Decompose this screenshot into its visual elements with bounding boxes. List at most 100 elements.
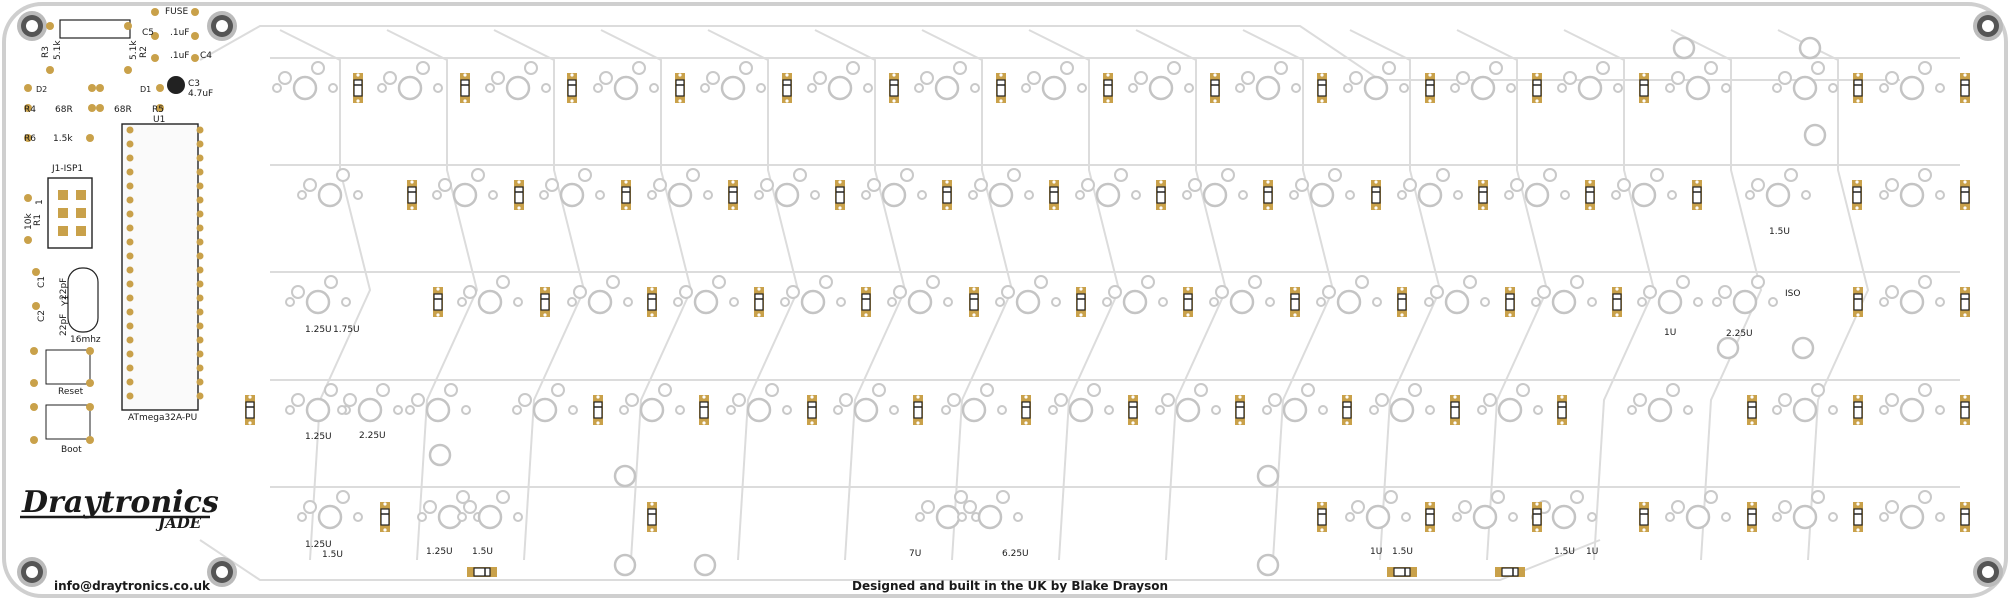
switch-center-hole	[1647, 397, 1673, 423]
switch-pin-hole	[980, 383, 994, 397]
switch-pin-hole	[712, 275, 726, 289]
switch-peg-hole	[353, 190, 363, 200]
switch-pin-hole	[1375, 393, 1389, 407]
diode-body	[1425, 79, 1435, 97]
reset-label: Reset	[58, 387, 84, 397]
switch-pin-hole	[496, 275, 510, 289]
diode-pad-hole	[1320, 73, 1324, 77]
u1-pin-pad	[126, 392, 134, 400]
u1-pin-pad	[126, 126, 134, 134]
diode-body	[1021, 401, 1031, 419]
switch-center-hole	[1255, 75, 1281, 101]
diode-pad-hole	[1481, 180, 1485, 184]
switch-pin-hole	[1643, 285, 1657, 299]
switch-pin-hole	[291, 393, 305, 407]
switch-center-hole	[1363, 75, 1389, 101]
diode-pad-hole	[1750, 528, 1754, 532]
switch-peg-hole	[836, 297, 846, 307]
c2-label: C2	[37, 310, 47, 322]
switch-peg-hole	[1369, 405, 1379, 415]
switch-pin-hole	[491, 71, 505, 85]
switch-pin-hole	[423, 500, 437, 514]
c3-label: C3	[188, 79, 200, 89]
switch-center-hole	[1417, 182, 1443, 208]
switch-peg-hole	[1372, 297, 1382, 307]
diode-body	[1532, 79, 1542, 97]
switch-peg-hole	[1587, 297, 1597, 307]
switch-center-hole	[988, 182, 1014, 208]
diode-body	[1853, 508, 1863, 526]
diode-body	[1639, 508, 1649, 526]
diode-pad-hole	[1560, 395, 1564, 399]
switch-pin-hole	[324, 383, 338, 397]
switch-peg-hole	[915, 512, 925, 522]
switch-pin-hole	[1633, 393, 1647, 407]
u1-pin-pad	[196, 196, 204, 204]
switch-center-hole	[1444, 289, 1470, 315]
switch-peg-hole	[1238, 190, 1248, 200]
component-pad	[24, 236, 32, 244]
c2-value: 22pF	[59, 314, 69, 336]
switch-pin-hole	[1885, 393, 1899, 407]
switch-peg-hole	[703, 190, 713, 200]
switch-pin-hole	[1596, 61, 1610, 75]
switch-pin-hole	[1248, 275, 1262, 289]
diode-body	[1156, 186, 1166, 204]
stabilizer-hole	[1716, 336, 1740, 360]
switch-peg-hole	[1745, 190, 1755, 200]
switch-pin-hole	[760, 178, 774, 192]
switch-pin-hole	[732, 393, 746, 407]
switch-peg-hole	[541, 83, 551, 93]
diode-pad-hole	[1186, 313, 1190, 317]
switch-center-hole	[1148, 75, 1174, 101]
switch-peg-hole	[1508, 512, 1518, 522]
u1-pin-pad	[126, 210, 134, 218]
switch-peg-hole	[1102, 297, 1112, 307]
diode-pad-hole	[1856, 502, 1860, 506]
u1-pin-pad	[126, 350, 134, 358]
switch-pin-hole	[1778, 393, 1792, 407]
switch-peg-hole	[1879, 297, 1889, 307]
contact-email: info@draytronics.co.uk	[54, 579, 211, 593]
column-trace	[279, 29, 372, 561]
switch-peg-hole	[1665, 83, 1675, 93]
switch-center-hole	[292, 75, 318, 101]
switch-pin-hole	[679, 285, 693, 299]
switch-peg-hole	[377, 83, 387, 93]
switch-pin-hole	[416, 61, 430, 75]
key-size-label: 1U	[1370, 547, 1382, 557]
switch-peg-hole	[353, 512, 363, 522]
switch-center-hole	[1095, 182, 1121, 208]
switch-center-hole	[1175, 397, 1201, 423]
diode-pad-hole	[1963, 99, 1967, 103]
diode-body	[460, 79, 470, 97]
diode-body	[889, 79, 899, 97]
switch-peg-hole	[649, 83, 659, 93]
switch-center-hole	[425, 397, 451, 423]
column-trace	[1670, 29, 1763, 561]
diode-pad-hole	[999, 73, 1003, 77]
diode-pad-hole	[1856, 313, 1860, 317]
switch-pin-hole	[1885, 71, 1899, 85]
switch-pin-hole	[1458, 500, 1472, 514]
diode-body	[1853, 293, 1863, 311]
component-pad	[86, 436, 94, 444]
switch-peg-hole	[1504, 190, 1514, 200]
switch-pin-hole	[1811, 383, 1825, 397]
switch-center-hole	[1551, 289, 1577, 315]
switch-peg-hole	[461, 405, 471, 415]
d1-label: D1	[140, 85, 151, 94]
component-pad	[24, 194, 32, 202]
switch-peg-hole	[1879, 83, 1889, 93]
diode-pad-hole	[596, 421, 600, 425]
switch-pin-hole	[1114, 168, 1128, 182]
switch-peg-hole	[970, 83, 980, 93]
component-pad	[24, 134, 32, 142]
diode-pad-hole	[1400, 287, 1404, 291]
diode-body	[913, 401, 923, 419]
crystal-label: 16mhz	[70, 335, 101, 345]
switch-center-hole	[1336, 289, 1362, 315]
diode-pad-hole	[1615, 313, 1619, 317]
switch-peg-hole	[457, 297, 467, 307]
